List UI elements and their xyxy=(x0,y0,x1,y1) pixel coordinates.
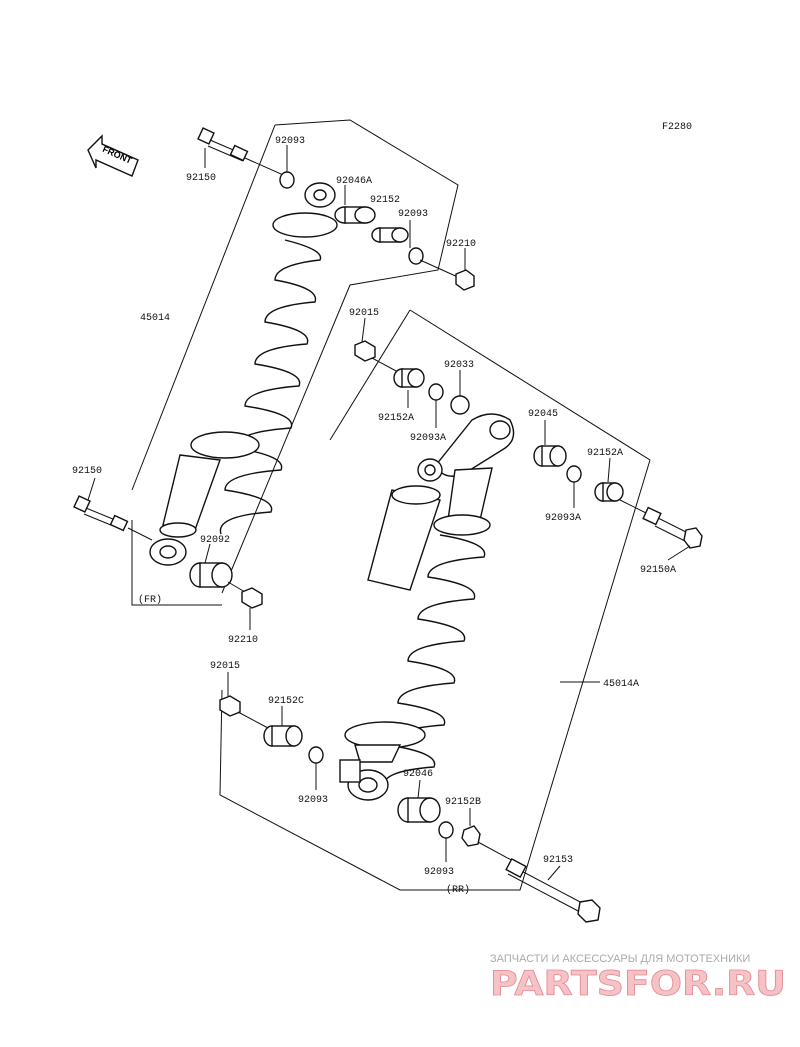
front-hardware xyxy=(73,127,475,609)
rear-shock-absorber xyxy=(339,413,515,801)
label-92046A: 92046A xyxy=(336,176,372,187)
bushing-92045 xyxy=(533,445,567,467)
label-92093-bottom: 92093 xyxy=(298,795,328,806)
washer-92093-top xyxy=(279,171,295,189)
watermark-brand: PARTSFOR.RU xyxy=(490,964,786,1004)
nut-92210-top xyxy=(455,269,475,291)
label-92210-bottom: 92210 xyxy=(228,635,258,646)
label-92015-bottom: 92015 xyxy=(210,661,240,672)
label-92092: 92092 xyxy=(200,535,230,546)
label-92152A: 92152A xyxy=(378,413,414,424)
collar-92152A-right xyxy=(594,482,624,502)
front-shock-absorber xyxy=(149,182,338,566)
partsfor-watermark-logo: ЗАПЧАСТИ И АКСЕССУАРЫ ДЛЯ МОТОТЕХНИКИ PA… xyxy=(490,953,787,1004)
washer-92093-bottom xyxy=(308,746,324,764)
label-92093-top: 92093 xyxy=(275,136,305,147)
part-labels: 92150 92093 92046A 92152 92093 92210 450… xyxy=(72,136,676,896)
label-92093A-right: 92093A xyxy=(545,513,581,524)
label-45014A: 45014A xyxy=(603,679,639,690)
label-92093-b: 92093 xyxy=(398,209,428,220)
label-92093-rr: 92093 xyxy=(424,867,454,878)
bolt-92150-left xyxy=(73,495,129,532)
diagram-code: F2280 xyxy=(662,122,692,133)
washer-92093-rr xyxy=(438,821,454,839)
front-shock-frame xyxy=(131,119,459,606)
leader-lines xyxy=(87,145,691,881)
bushing-92046 xyxy=(397,797,441,823)
sleeve-92152 xyxy=(371,227,409,243)
bushing-92046A xyxy=(334,206,376,224)
washer-92093A-left xyxy=(428,383,444,401)
bolt-92150-top xyxy=(197,127,249,162)
label-92093A-left: 92093A xyxy=(410,433,446,444)
label-rr: (RR) xyxy=(446,884,470,896)
label-92152B: 92152B xyxy=(445,797,481,808)
rear-hardware xyxy=(219,340,703,923)
front-arrow-icon: FRONT xyxy=(87,134,139,177)
collar-92152A xyxy=(393,368,425,388)
front-spring xyxy=(219,239,322,535)
label-92150-top: 92150 xyxy=(186,173,216,184)
label-92152A-right: 92152A xyxy=(587,448,623,459)
label-92152C: 92152C xyxy=(268,696,304,707)
watermark-tagline: ЗАПЧАСТИ И АКСЕССУАРЫ ДЛЯ МОТОТЕХНИКИ xyxy=(490,953,750,965)
label-92033: 92033 xyxy=(444,360,474,371)
oring-92033 xyxy=(450,395,470,415)
collar-92152B xyxy=(461,825,481,847)
label-92045: 92045 xyxy=(528,409,558,420)
label-fr: (FR) xyxy=(138,594,162,606)
nut-92015-bottom xyxy=(219,695,241,717)
nut-92015-top xyxy=(354,340,376,362)
label-92015-top: 92015 xyxy=(349,308,379,319)
bolt-92153 xyxy=(505,857,601,923)
label-92150-left: 92150 xyxy=(72,466,102,477)
bolt-92150A xyxy=(642,506,703,549)
label-92153: 92153 xyxy=(543,855,573,866)
label-92046: 92046 xyxy=(403,769,433,780)
label-92150A: 92150A xyxy=(640,565,676,576)
rear-shock-frame xyxy=(219,309,651,891)
label-92210-top: 92210 xyxy=(446,239,476,250)
label-45014: 45014 xyxy=(140,313,170,324)
washer-92093A-right xyxy=(566,465,582,483)
nut-92210-bottom xyxy=(241,587,263,609)
washer-92093-b xyxy=(408,247,424,265)
label-92152: 92152 xyxy=(370,195,400,206)
bushing-92092 xyxy=(189,562,233,588)
collar-92152C xyxy=(263,725,303,747)
